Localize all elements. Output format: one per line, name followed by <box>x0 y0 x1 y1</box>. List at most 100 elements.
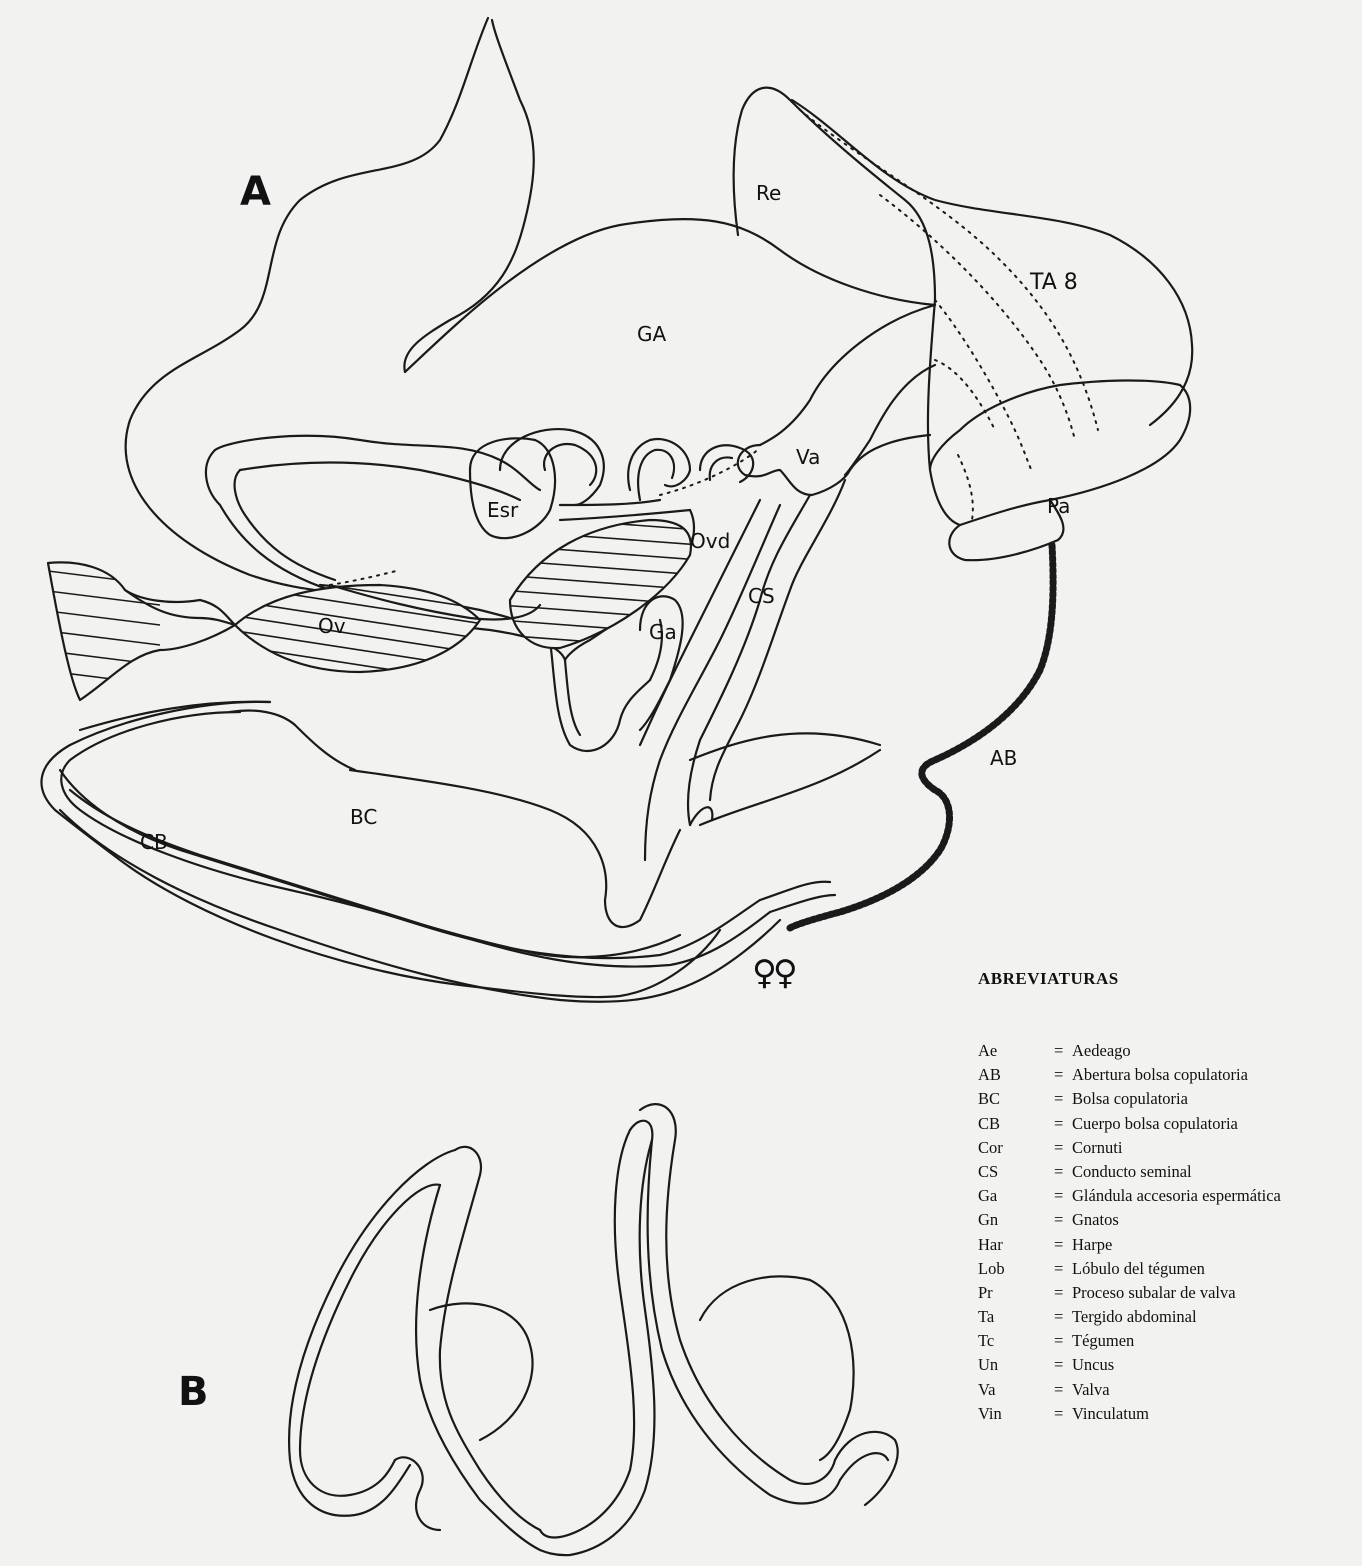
panel-label-a: A <box>240 172 271 212</box>
abbreviation-meaning: Tergido abdominal <box>1072 1307 1197 1331</box>
abbreviation-code: CB <box>978 1114 1054 1138</box>
bursa-outer-top <box>80 702 270 730</box>
abbreviation-code: Un <box>978 1355 1054 1379</box>
abbreviation-meaning: Abertura bolsa copulatoria <box>1072 1065 1248 1089</box>
seminal-duct-inner <box>710 480 845 800</box>
abbreviation-code: Lob <box>978 1259 1054 1283</box>
b-loop-right-outer <box>640 1104 835 1484</box>
abbreviation-meaning: Gnatos <box>1072 1210 1119 1234</box>
abbreviation-row: Un=Uncus <box>978 1355 1281 1379</box>
bursa-opening-duct <box>790 545 1053 928</box>
abbreviation-row: Pr=Proceso subalar de valva <box>978 1283 1281 1307</box>
abbreviation-code: BC <box>978 1089 1054 1113</box>
ovd-coil-1 <box>500 429 604 505</box>
abbreviation-meaning: Valva <box>1072 1380 1110 1404</box>
equals-sign: = <box>1054 1355 1072 1379</box>
equals-sign: = <box>1054 1380 1072 1404</box>
abbreviation-meaning: Bolsa copulatoria <box>1072 1089 1188 1113</box>
equals-sign: = <box>1054 1114 1072 1138</box>
oviduct-upper-b <box>240 463 520 501</box>
b-right-loop-left <box>540 1130 634 1538</box>
label-va: Va <box>796 447 820 467</box>
abbreviation-row: Va=Valva <box>978 1380 1281 1404</box>
abbreviation-row: Vin=Vinculatum <box>978 1404 1281 1428</box>
abbreviation-row: CB=Cuerpo bolsa copulatoria <box>978 1114 1281 1138</box>
label-bc: BC <box>350 807 377 827</box>
oviduct-dotted <box>330 570 400 585</box>
abbreviation-code: CS <box>978 1162 1054 1186</box>
oviduct-upper-a <box>215 436 540 490</box>
abbreviation-code: Ae <box>978 1041 1054 1065</box>
abbreviation-row: CS=Conducto seminal <box>978 1162 1281 1186</box>
b-right-bulb <box>700 1276 854 1460</box>
abbreviations-title: ABREVIATURAS <box>978 969 1119 989</box>
abbreviation-meaning: Glándula accesoria espermática <box>1072 1186 1281 1210</box>
cb-tube-c <box>60 810 780 1002</box>
ovd-coil-4 <box>700 445 753 482</box>
equals-sign: = <box>1054 1283 1072 1307</box>
equals-sign: = <box>1054 1307 1072 1331</box>
abbreviation-code: Va <box>978 1380 1054 1404</box>
abbreviation-meaning: Cuerpo bolsa copulatoria <box>1072 1114 1238 1138</box>
equals-sign: = <box>1054 1162 1072 1186</box>
abbreviation-meaning: Lóbulo del tégumen <box>1072 1259 1205 1283</box>
ovarian-tip <box>40 562 235 700</box>
equals-sign: = <box>1054 1210 1072 1234</box>
tergite-dotted-3 <box>935 300 1032 470</box>
cb-tube-a <box>60 770 760 958</box>
tergite-dotted-2 <box>880 195 1075 440</box>
abbreviation-row: Cor=Cornuti <box>978 1138 1281 1162</box>
equals-sign: = <box>1054 1041 1072 1065</box>
abbreviation-meaning: Cornuti <box>1072 1138 1122 1162</box>
abbreviation-code: Har <box>978 1235 1054 1259</box>
oviduct-loop-left <box>206 450 330 590</box>
abbreviation-row: BC=Bolsa copulatoria <box>978 1089 1281 1113</box>
abbreviation-row: Har=Harpe <box>978 1235 1281 1259</box>
esr-loop <box>544 444 596 485</box>
abbreviation-code: Gn <box>978 1210 1054 1234</box>
figure-a <box>40 18 1192 1002</box>
valva-tube-2 <box>845 365 935 475</box>
label-cb: CB <box>140 832 168 852</box>
equals-sign: = <box>1054 1259 1072 1283</box>
abbreviation-code: Ta <box>978 1307 1054 1331</box>
oviduct-loop-left-in <box>235 470 335 580</box>
abbreviation-row: Gn=Gnatos <box>978 1210 1281 1234</box>
label-pa: Pa <box>1047 496 1070 516</box>
b-right-tail <box>835 1432 898 1505</box>
b-loop-left-inner <box>416 1185 540 1550</box>
abbreviation-code: Cor <box>978 1138 1054 1162</box>
label-ta8: TA 8 <box>1030 272 1078 294</box>
equals-sign: = <box>1054 1404 1072 1428</box>
gland-inner-loop <box>404 20 533 372</box>
b-left-tail <box>395 1457 440 1530</box>
equals-sign: = <box>1054 1331 1072 1355</box>
abbreviation-row: Lob=Lóbulo del tégumen <box>978 1259 1281 1283</box>
valva-tube <box>760 305 935 445</box>
abbreviation-row: Ae=Aedeago <box>978 1041 1281 1065</box>
abbreviation-row: Ga=Glándula accesoria espermática <box>978 1186 1281 1210</box>
equals-sign: = <box>1054 1138 1072 1162</box>
abbreviation-row: Ta=Tergido abdominal <box>978 1307 1281 1331</box>
body-lower-edge <box>700 750 880 825</box>
equals-sign: = <box>1054 1235 1072 1259</box>
label-esr: Esr <box>487 500 518 520</box>
equals-sign: = <box>1054 1065 1072 1089</box>
label-ga-lower: Ga <box>649 622 677 642</box>
abbreviation-code: AB <box>978 1065 1054 1089</box>
abbreviation-meaning: Uncus <box>1072 1355 1114 1379</box>
b-right-loop-left-in <box>540 1140 654 1555</box>
female-symbol: ♀♀ <box>752 953 794 993</box>
b-left-arm-in <box>289 1150 455 1516</box>
abbreviation-code: Pr <box>978 1283 1054 1307</box>
b-loop-left-outer <box>440 1147 540 1530</box>
ga-gland <box>640 596 683 730</box>
bursa-connector-b <box>770 895 835 912</box>
abbreviation-meaning: Vinculatum <box>1072 1404 1149 1428</box>
abbreviation-code: Vin <box>978 1404 1054 1428</box>
abbreviation-meaning: Aedeago <box>1072 1041 1131 1065</box>
abbreviation-row: Tc=Tégumen <box>978 1331 1281 1355</box>
b-left-bulb <box>430 1303 533 1440</box>
ovary <box>230 570 490 685</box>
